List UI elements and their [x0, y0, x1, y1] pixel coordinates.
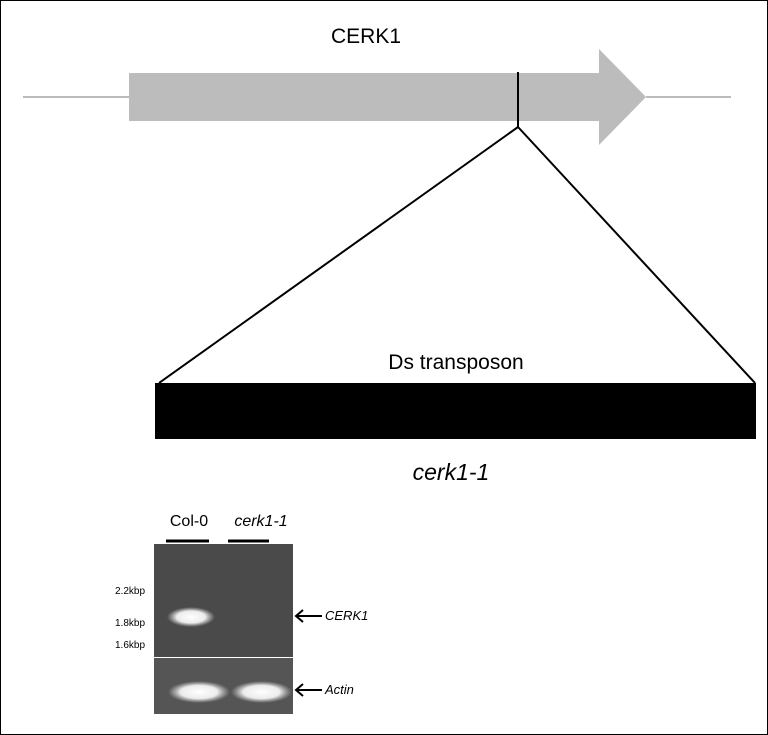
- lane-label-col0: Col-0: [169, 513, 209, 530]
- band-actin-col0: [168, 681, 230, 703]
- insertion-expansion-left: [158, 126, 519, 384]
- band-actin-cerk1-1: [231, 681, 292, 703]
- gel-panel-cerk1: [154, 544, 293, 657]
- lane-label-cerk1-1: cerk1-1: [234, 513, 288, 530]
- gene-name: CERK1: [330, 25, 402, 48]
- band-label-cerk1: CERK1: [325, 608, 369, 623]
- size-marker: 1.8kbp: [115, 618, 146, 629]
- band-cerk1-col0: [167, 607, 215, 627]
- arrow-left-icon: [294, 683, 304, 697]
- allele-label: cerk1-1: [412, 459, 490, 485]
- transposon-label: Ds transposon: [388, 351, 524, 374]
- insertion-expansion-right: [517, 126, 756, 384]
- arrow-left-icon: [294, 609, 304, 623]
- ds-transposon-block: [155, 383, 756, 439]
- band-label-actin: Actin: [325, 682, 354, 697]
- size-marker: 1.6kbp: [115, 640, 146, 651]
- size-marker: 2.2kbp: [115, 586, 146, 597]
- gene-arrow: [129, 49, 646, 145]
